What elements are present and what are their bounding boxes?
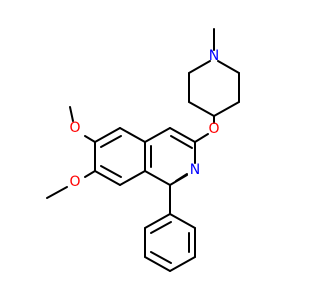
bond <box>46 186 68 199</box>
bond <box>188 60 211 74</box>
bond <box>169 256 196 272</box>
bond <box>194 133 209 143</box>
bond <box>119 127 146 143</box>
bond <box>84 170 96 178</box>
bond <box>144 213 171 229</box>
structure-canvas: N O N O O <box>46 28 240 272</box>
bond <box>188 101 215 117</box>
atom-label-o-ether: O <box>208 121 219 137</box>
bond <box>169 213 196 229</box>
atom-label-o-methoxy-upper: O <box>69 120 80 136</box>
bond <box>217 60 240 74</box>
bond <box>170 135 193 149</box>
bond <box>175 173 188 182</box>
bond <box>150 251 172 264</box>
atom-label-n-ring: N <box>190 162 200 178</box>
bonds <box>46 28 240 272</box>
bond <box>100 165 122 178</box>
atom-labels: N O N O O <box>69 48 219 190</box>
bond <box>69 106 74 122</box>
bond <box>150 221 172 234</box>
bond <box>119 170 146 186</box>
bond <box>100 135 122 148</box>
bond <box>94 127 121 143</box>
atom-label-n-methyl: N <box>209 48 219 64</box>
bond <box>84 135 96 143</box>
atom-label-o-methoxy-lower: O <box>69 174 80 190</box>
bond <box>144 170 171 186</box>
molecule-drawing: N O N O O <box>46 28 240 272</box>
bond <box>213 101 240 117</box>
bond <box>94 170 121 186</box>
bond <box>144 256 171 272</box>
bond <box>144 127 171 143</box>
bond <box>169 127 196 143</box>
